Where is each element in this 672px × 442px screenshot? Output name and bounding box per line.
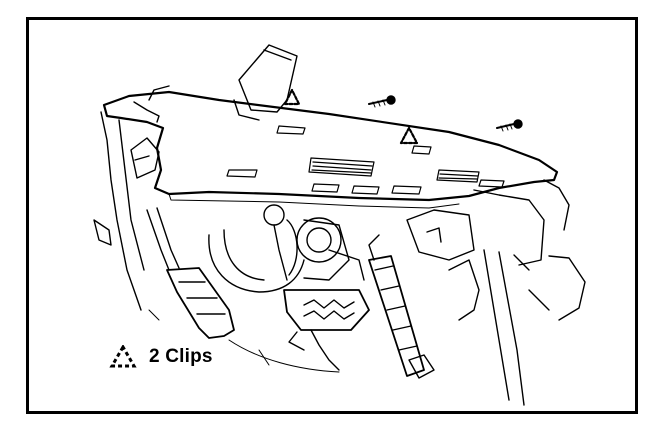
brake-pedal xyxy=(146,207,235,339)
knee-bolster-diagram xyxy=(93,44,586,406)
panel-vent-grille xyxy=(308,157,480,183)
legend-label: 2 Clips xyxy=(149,346,213,367)
pedal-pivot-assembly xyxy=(208,204,365,293)
clip-marker-2 xyxy=(399,126,419,145)
legend: 2 Clips xyxy=(109,345,213,369)
floor-lines xyxy=(148,309,340,373)
accelerator-pedal xyxy=(368,234,425,377)
clutch-pedal xyxy=(283,289,370,371)
left-side-bracket xyxy=(93,111,160,311)
illustration-frame: 2 Clips xyxy=(26,17,638,414)
bolt-2 xyxy=(496,119,523,132)
right-side-console xyxy=(406,179,586,406)
dashed-triangle-icon xyxy=(109,345,137,368)
panel-slots xyxy=(226,125,505,195)
knee-bolster-panel xyxy=(102,85,559,209)
bolt-1 xyxy=(368,95,396,108)
clip-marker-1 xyxy=(283,88,301,106)
